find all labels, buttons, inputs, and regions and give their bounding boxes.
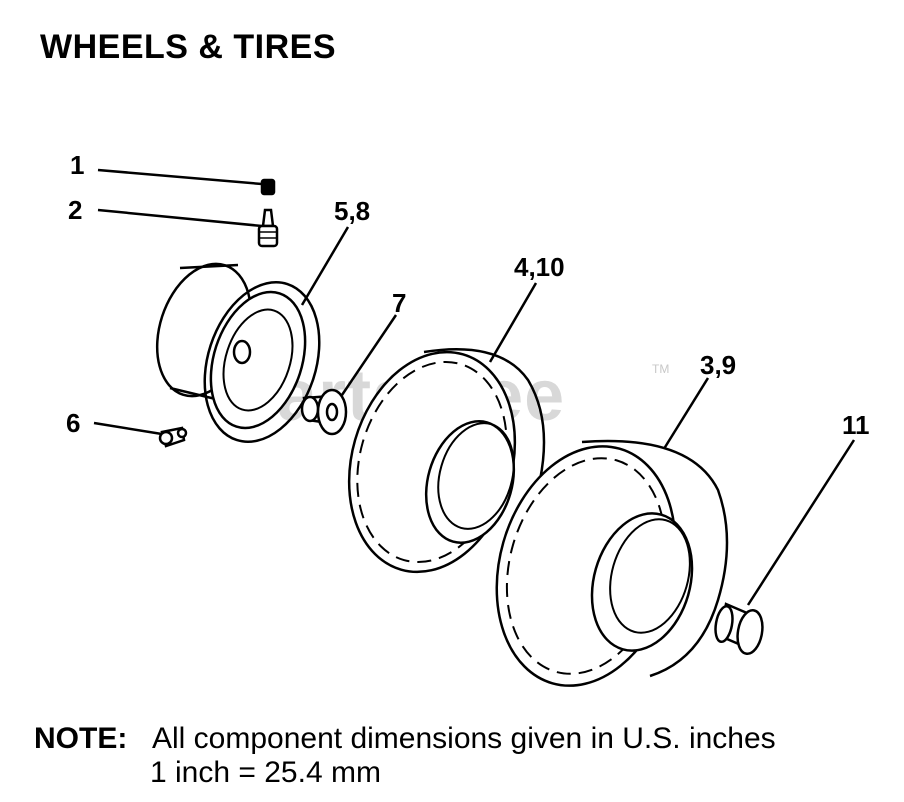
valve-cap <box>260 178 276 196</box>
grease-fitting <box>158 426 188 448</box>
callout-4-10: 4,10 <box>514 252 565 282</box>
note-line-2: 1 inch = 25.4 mm <box>150 756 381 789</box>
callout-5-8: 5,8 <box>334 196 371 226</box>
callout-2: 2 <box>68 195 83 225</box>
leader-line-7 <box>340 314 398 396</box>
watermark-tm: TM <box>652 362 670 376</box>
callout-11: 11 <box>842 410 870 440</box>
callout-1: 1 <box>70 150 85 180</box>
leader-line-58 <box>300 226 350 306</box>
hub-cap <box>714 602 764 656</box>
valve-stem <box>257 208 279 248</box>
note-label: NOTE: <box>34 722 128 755</box>
callout-3-9: 3,9 <box>700 350 737 380</box>
rear-tire <box>495 439 729 687</box>
callout-7: 7 <box>392 288 407 318</box>
bushing <box>300 388 348 436</box>
leader-line-6 <box>93 421 169 437</box>
leader-line-1 <box>97 168 263 186</box>
page-title: WHEELS & TIRES <box>40 28 337 66</box>
leader-line-11 <box>746 439 856 606</box>
callout-6: 6 <box>66 408 81 438</box>
leader-line-39 <box>660 377 710 453</box>
note-line-1: All component dimensions given in U.S. i… <box>152 722 776 755</box>
leader-line-2 <box>97 208 263 228</box>
wheel-rim <box>155 262 321 444</box>
leader-line-410 <box>488 282 538 363</box>
note-block: NOTE: All component dimensions given in U… <box>34 722 776 789</box>
